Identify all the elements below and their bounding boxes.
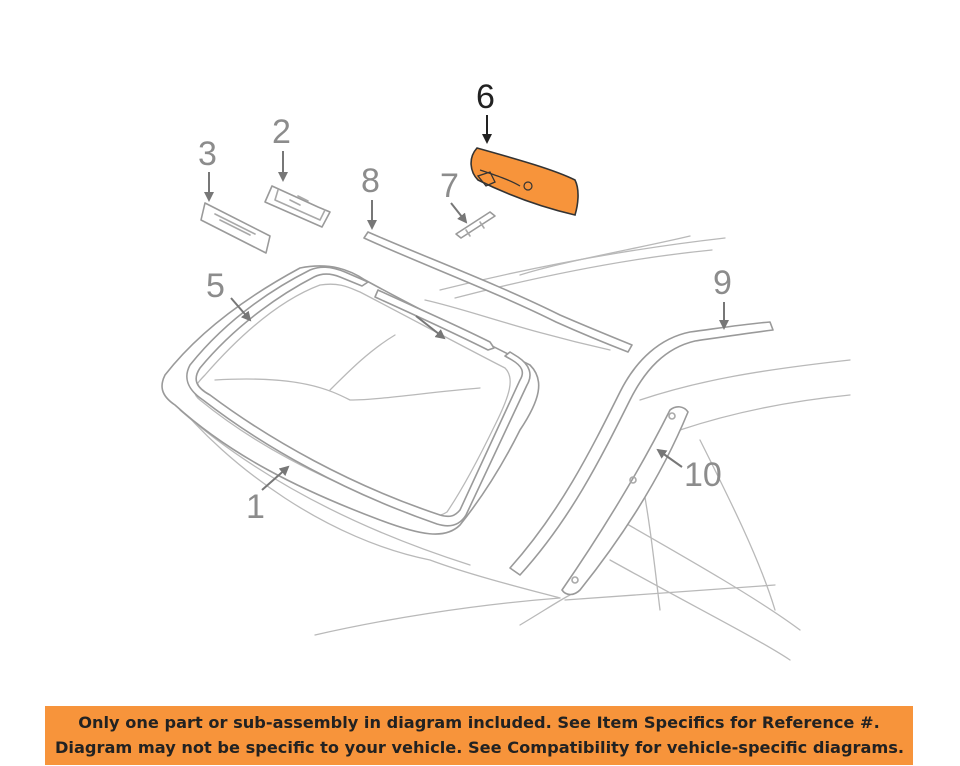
windshield-reveal-molding — [186, 266, 531, 527]
callout-label-6: 6 — [476, 78, 495, 116]
upper-molding — [363, 231, 633, 353]
pillar-molding — [509, 321, 774, 576]
rearview-mirror-highlighted — [470, 147, 579, 216]
callout-label-3: 3 — [198, 135, 217, 173]
callout-arrows — [204, 115, 729, 491]
notice-line-2: Diagram may not be specific to your vehi… — [55, 738, 905, 757]
mirror-mount-bracket — [455, 211, 496, 239]
notice-line-1: Only one part or sub-assembly in diagram… — [78, 713, 880, 732]
center-molding-strip — [374, 289, 495, 351]
callout-label-9: 9 — [713, 264, 732, 302]
windshield-glass — [161, 265, 540, 535]
parts-diagram: 1 2 3 5 6 7 8 9 10 — [161, 78, 851, 661]
compatibility-notice-banner: Only one part or sub-assembly in diagram… — [45, 706, 913, 765]
callout-label-10: 10 — [684, 456, 722, 494]
callout-label-5: 5 — [206, 267, 225, 305]
callout-label-7: 7 — [440, 167, 459, 205]
callout-label-1: 1 — [246, 488, 265, 526]
clip-part — [264, 185, 331, 228]
pillar-trim — [561, 406, 689, 596]
callout-label-2: 2 — [272, 113, 291, 151]
callout-label-8: 8 — [361, 162, 380, 200]
bracket-part — [200, 202, 271, 254]
vehicle-body-outline — [169, 235, 851, 661]
